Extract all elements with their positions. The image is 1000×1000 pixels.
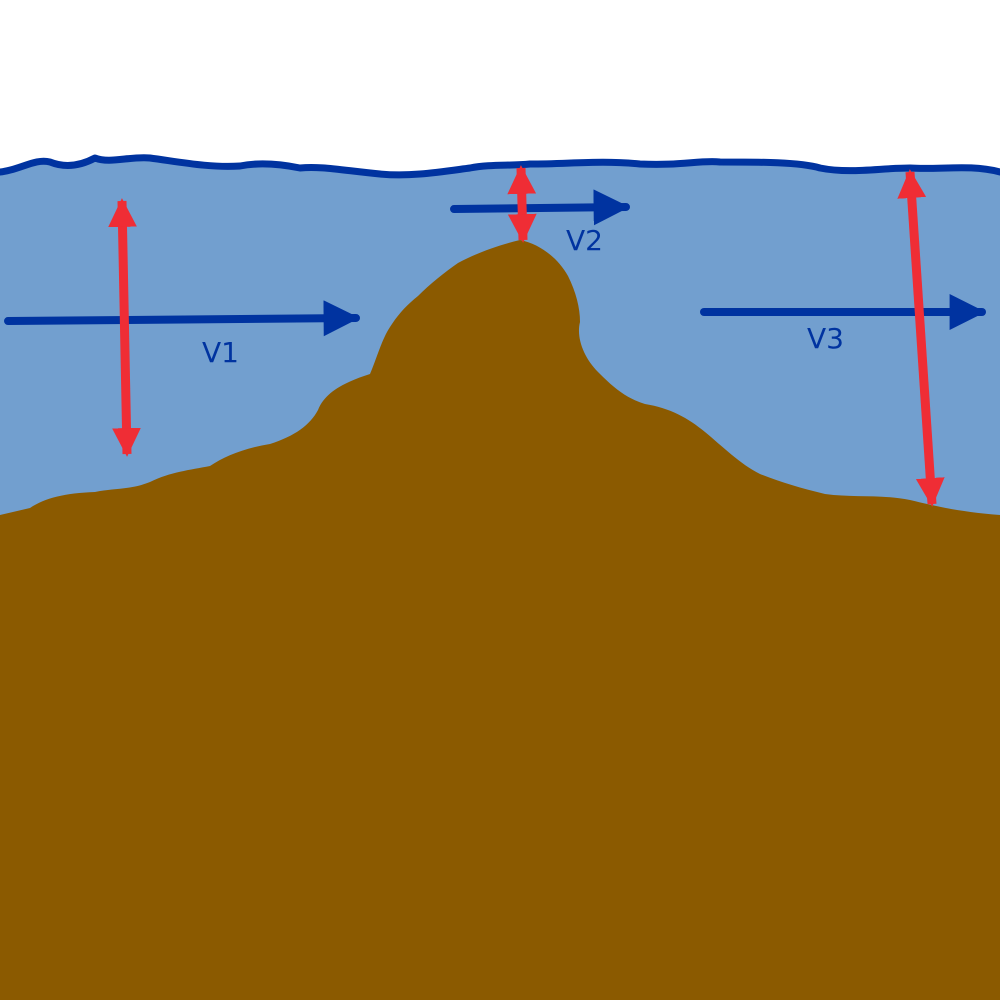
velocity-arrow-v1 [4,300,360,337]
velocity-arrow-v2 [450,189,630,226]
water-surface-line [0,154,1000,179]
depth-arrow-left [108,198,141,457]
label-v2: V2 [566,224,603,257]
seamount-terrain [0,240,1000,1000]
label-v3: V3 [807,322,844,355]
depth-arrow-summit [507,165,537,243]
label-v1: V1 [202,336,239,369]
depth-arrow-right [897,169,945,507]
